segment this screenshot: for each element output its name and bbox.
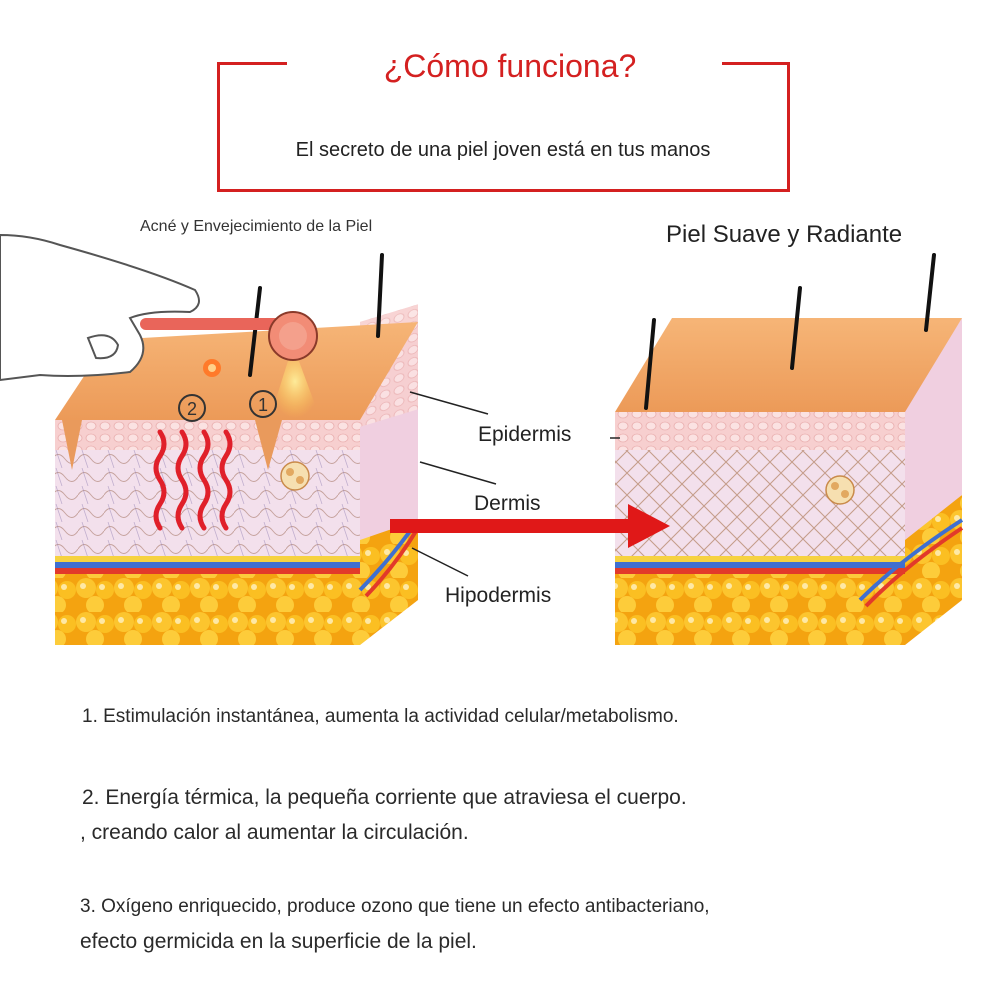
description-item-2-line-2: , creando calor al aumentar la circulaci… (80, 821, 469, 844)
header-frame-top-right (722, 62, 790, 65)
hypodermis-label: Hipodermis (445, 584, 552, 607)
before-label: Acné y Envejecimiento de la Piel (140, 218, 373, 235)
heat-waves-icon (153, 429, 233, 531)
page-title: ¿Cómo funciona? (383, 48, 637, 84)
header-frame-right (787, 62, 790, 192)
marker-1: 1 (249, 390, 277, 418)
skin-block-after (615, 253, 964, 645)
dermis-label: Dermis (474, 492, 541, 515)
header-frame-bottom (217, 189, 790, 192)
skin-block-before: 1 2 (0, 233, 420, 645)
description-item-3-line-1: 3. Oxígeno enriquecido, produce ozono qu… (80, 896, 710, 917)
page-subtitle: El secreto de una piel joven está en tus… (295, 139, 711, 161)
marker-2: 2 (178, 394, 206, 422)
header-frame-left (217, 62, 220, 192)
description-item-2-line-1: 2. Energía térmica, la pequeña corriente… (82, 786, 687, 809)
epidermis-label: Epidermis (478, 423, 572, 446)
massage-wand-icon (140, 311, 318, 361)
description-item-1: 1. Estimulación instantánea, aumenta la … (82, 706, 679, 727)
header-frame-top-left (217, 62, 287, 65)
marker-1-label: 1 (258, 395, 268, 415)
leader-lines (409, 391, 620, 577)
after-label: Piel Suave y Radiante (666, 221, 903, 248)
description-item-3-line-2: efecto germicida en la superficie de la … (80, 930, 477, 953)
hand-icon (0, 233, 200, 382)
marker-2-label: 2 (187, 399, 197, 419)
right-arrow-icon (390, 504, 670, 548)
